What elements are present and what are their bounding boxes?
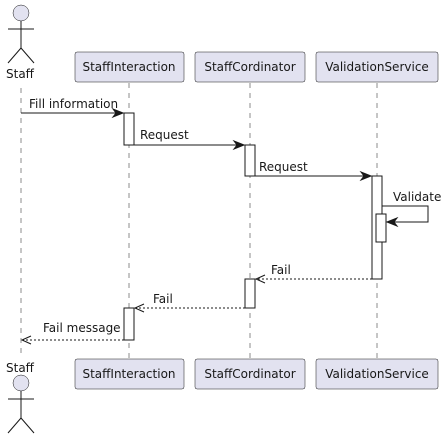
actor-staff-top: Staff: [6, 4, 35, 81]
message-label: Fill information: [29, 97, 118, 111]
actor-staff-bottom: Staff: [6, 361, 35, 434]
actor-label-bottom: Staff: [6, 361, 35, 375]
participant-label: StaffCordinator: [204, 367, 295, 381]
participant-validationservice-bottom: ValidationService: [315, 358, 439, 390]
message-line: [382, 205, 429, 223]
message-fill-information: Fill information: [21, 97, 125, 119]
activation-staffinteraction-2: [123, 307, 135, 341]
message-fail-1: Fail: [254, 263, 372, 284]
participant-label: StaffInteraction: [82, 60, 175, 74]
arrowhead: [133, 303, 145, 313]
actor-label-top: Staff: [6, 67, 35, 81]
participant-staffinteraction-bottom: StaffInteraction: [74, 358, 185, 390]
message-label: Fail message: [43, 321, 121, 335]
arrowhead: [359, 170, 373, 182]
arrowhead: [20, 335, 32, 345]
actor-head: [12, 4, 30, 22]
message-label: Request: [140, 128, 189, 142]
message-label: Fail: [271, 263, 291, 277]
arrowhead: [385, 216, 399, 228]
message-validate: Validate: [382, 190, 441, 228]
actor-leg-left: [7, 47, 22, 64]
participant-label: ValidationService: [325, 367, 429, 381]
activation-staffcordinator-2: [244, 278, 256, 309]
actor-leg-left: [7, 417, 22, 434]
participant-label: StaffCordinator: [204, 60, 295, 74]
participant-label: StaffInteraction: [82, 367, 175, 381]
message-label: Validate: [393, 190, 441, 204]
actor-head: [12, 374, 30, 392]
participant-staffcordinator-bottom: StaffCordinator: [194, 358, 306, 390]
message-label: Request: [259, 160, 308, 174]
arrowhead: [232, 139, 246, 151]
participant-label: ValidationService: [325, 60, 429, 74]
activation-staffinteraction-1: [123, 112, 135, 146]
activation-staffcordinator-1: [244, 144, 256, 177]
message-fail-message: Fail message: [20, 321, 124, 345]
activation-validationservice-2: [375, 213, 387, 243]
participant-staffinteraction-top: StaffInteraction: [74, 51, 185, 83]
message-label: Fail: [153, 292, 173, 306]
arrowhead: [254, 274, 266, 284]
message-request-2: Request: [255, 160, 373, 182]
message-fail-2: Fail: [133, 292, 245, 313]
participant-validationservice-top: ValidationService: [315, 51, 439, 83]
message-request-1: Request: [134, 128, 246, 151]
actor-leg-right: [20, 417, 35, 434]
participant-staffcordinator-top: StaffCordinator: [194, 51, 306, 83]
arrowhead: [111, 107, 125, 119]
actor-leg-right: [20, 47, 35, 64]
